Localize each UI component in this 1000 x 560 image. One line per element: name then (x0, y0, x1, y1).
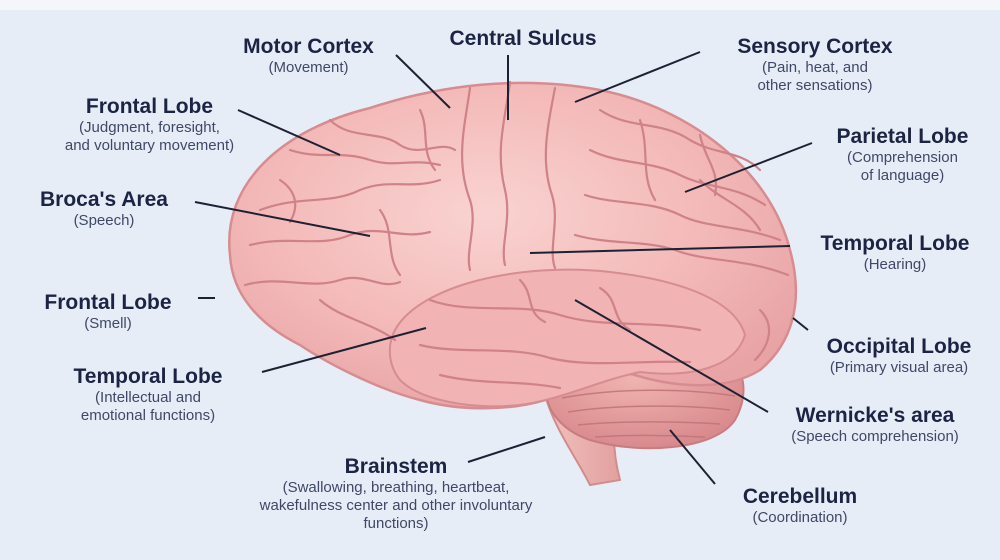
wernickes-area-title: Wernicke's area (752, 405, 998, 427)
label-wernickes-area: Wernicke's area (Speech comprehension) (752, 405, 998, 445)
brainstem-desc-3: functions) (185, 516, 607, 532)
parietal-lobe-desc-1: (Comprehension (805, 150, 1000, 166)
frontal-lobe-top-title: Frontal Lobe (12, 96, 287, 118)
label-central-sulcus: Central Sulcus (418, 28, 628, 50)
occipital-lobe-title: Occipital Lobe (798, 336, 1000, 358)
brainstem-desc-1: (Swallowing, breathing, heartbeat, (185, 480, 607, 496)
label-brainstem: Brainstem (Swallowing, breathing, heartb… (185, 456, 607, 531)
parietal-lobe-desc-2: of language) (805, 168, 1000, 184)
central-sulcus-title: Central Sulcus (418, 28, 628, 50)
label-frontal-lobe-smell: Frontal Lobe (Smell) (18, 292, 198, 332)
label-motor-cortex: Motor Cortex (Movement) (221, 36, 396, 76)
label-occipital-lobe: Occipital Lobe (Primary visual area) (798, 336, 1000, 376)
sensory-cortex-title: Sensory Cortex (700, 36, 930, 58)
leader-occipital-lobe (793, 318, 808, 330)
frontal-lobe-smell-desc: (Smell) (18, 316, 198, 332)
temporal-lobe-right-title: Temporal Lobe (792, 233, 998, 255)
temporal-lobe-left-title: Temporal Lobe (38, 366, 258, 388)
brainstem-title: Brainstem (185, 456, 607, 478)
wernickes-area-desc: (Speech comprehension) (752, 429, 998, 445)
label-frontal-lobe-top: Frontal Lobe (Judgment, foresight, and v… (12, 96, 287, 154)
label-cerebellum: Cerebellum (Coordination) (715, 486, 885, 526)
brocas-area-desc: (Speech) (14, 213, 194, 229)
leader-sensory-cortex (575, 52, 700, 102)
frontal-lobe-top-desc-1: (Judgment, foresight, (12, 120, 287, 136)
cerebellum-title: Cerebellum (715, 486, 885, 508)
motor-cortex-desc: (Movement) (221, 60, 396, 76)
frontal-lobe-smell-title: Frontal Lobe (18, 292, 198, 314)
frontal-lobe-top-desc-2: and voluntary movement) (12, 138, 287, 154)
label-brocas-area: Broca's Area (Speech) (14, 189, 194, 229)
label-temporal-lobe-left: Temporal Lobe (Intellectual and emotiona… (38, 366, 258, 424)
brainstem-desc-2: wakefulness center and other involuntary (185, 498, 607, 514)
label-temporal-lobe-right: Temporal Lobe (Hearing) (792, 233, 998, 273)
motor-cortex-title: Motor Cortex (221, 36, 396, 58)
cerebellum-desc: (Coordination) (715, 510, 885, 526)
temporal-lobe-right-desc: (Hearing) (792, 257, 998, 273)
label-parietal-lobe: Parietal Lobe (Comprehension of language… (805, 126, 1000, 184)
sensory-cortex-desc-2: other sensations) (700, 78, 930, 94)
occipital-lobe-desc: (Primary visual area) (798, 360, 1000, 376)
sensory-cortex-desc-1: (Pain, heat, and (700, 60, 930, 76)
temporal-lobe-left-desc-1: (Intellectual and (38, 390, 258, 406)
temporal-lobe-left-desc-2: emotional functions) (38, 408, 258, 424)
parietal-lobe-title: Parietal Lobe (805, 126, 1000, 148)
label-sensory-cortex: Sensory Cortex (Pain, heat, and other se… (700, 36, 930, 94)
brocas-area-title: Broca's Area (14, 189, 194, 211)
